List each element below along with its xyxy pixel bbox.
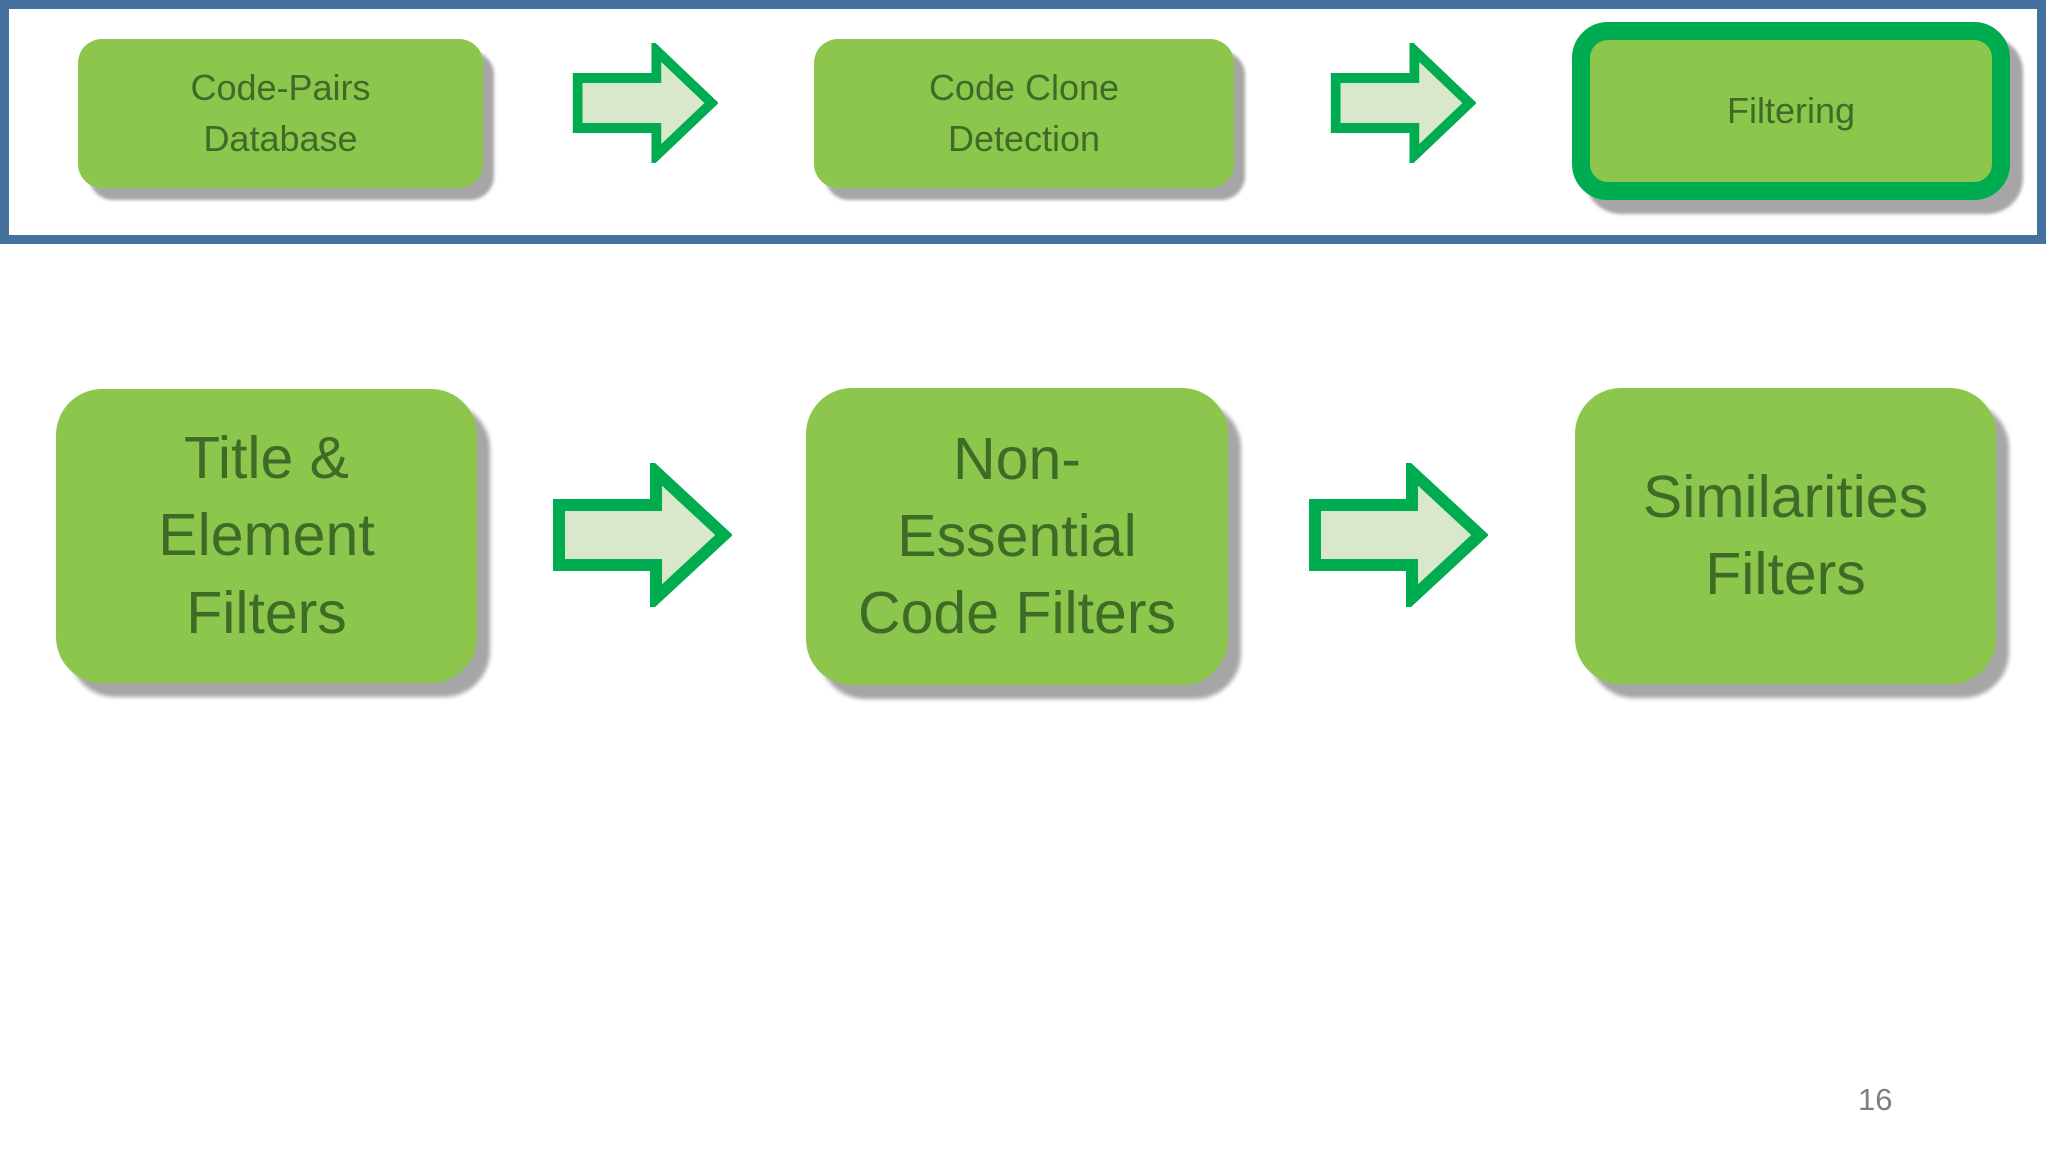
pipeline-step-code-clone-detection: Code Clone Detection <box>814 39 1234 188</box>
filter-step-label: Non- Essential Code Filters <box>857 425 1177 647</box>
page-number: 16 <box>1858 1082 1893 1117</box>
pipeline-step-label: Code Clone Detection <box>928 67 1120 159</box>
pipeline-step-label: Filtering <box>1726 89 1856 131</box>
flow-arrow-icon <box>1309 463 1488 607</box>
pipeline-step-code-pairs-database: Code-Pairs Database <box>78 39 483 188</box>
filter-step-label: Title & Element Filters <box>158 425 375 646</box>
flow-arrow-icon <box>1330 43 1476 163</box>
pipeline-step-label: Code-Pairs Database <box>190 67 371 159</box>
filter-step-non-essential-code-filters: Non- Essential Code Filters <box>806 388 1228 685</box>
filter-step-label: Similarities Filters <box>1642 463 1929 607</box>
filter-step-similarities-filters: Similarities Filters <box>1575 388 1996 684</box>
flow-arrow-icon <box>572 43 718 163</box>
pipeline-step-filtering-highlighted: Filtering <box>1572 22 2010 200</box>
filter-step-title-element-filters: Title & Element Filters <box>56 389 477 683</box>
flow-arrow-icon <box>553 463 732 607</box>
